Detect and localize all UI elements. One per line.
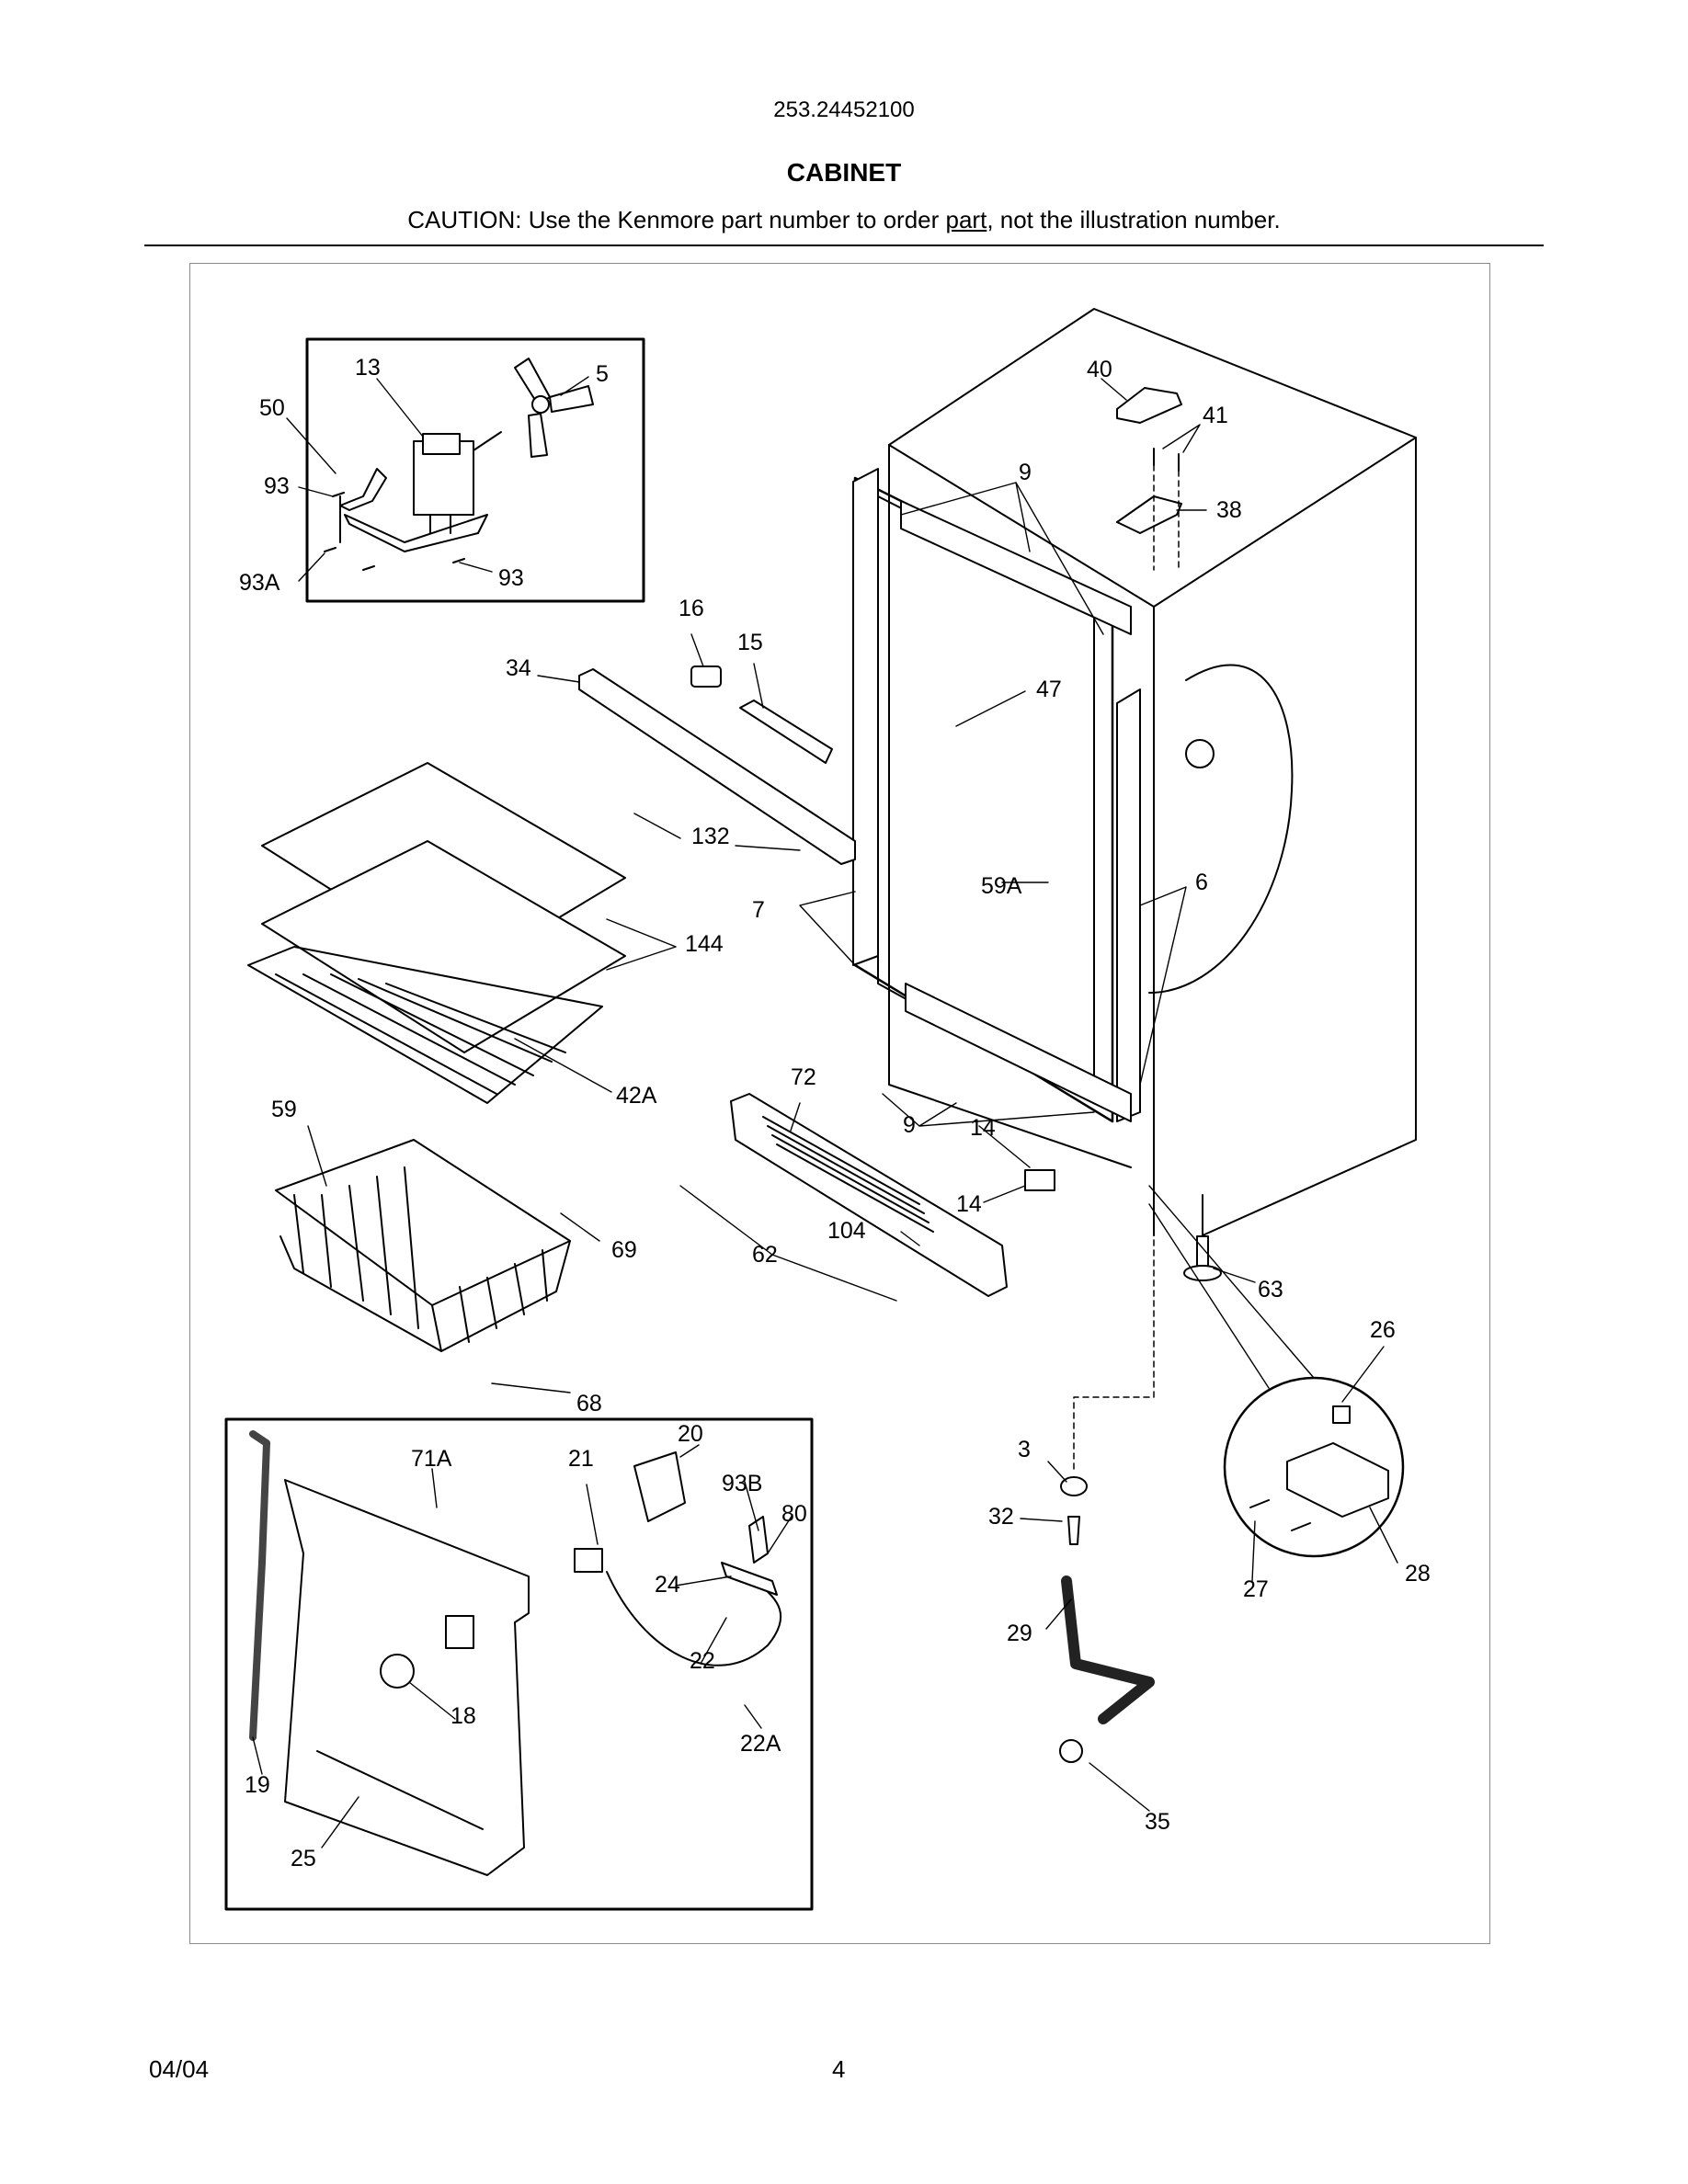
- callout-38: 38: [1216, 497, 1242, 523]
- callout-144: 144: [685, 931, 724, 957]
- callout-42A: 42A: [616, 1083, 657, 1109]
- callout-19: 19: [245, 1772, 270, 1798]
- footer-date: 04/04: [149, 2055, 210, 2083]
- breaker-strip-icons: [852, 468, 1141, 1122]
- callout-22: 22: [690, 1648, 715, 1674]
- wire-basket-icon: [275, 1139, 571, 1352]
- callout-15: 15: [737, 630, 763, 655]
- callout-104: 104: [827, 1218, 866, 1244]
- callout-7: 7: [752, 897, 765, 923]
- callout-47: 47: [1036, 677, 1062, 702]
- callout-93A: 93A: [239, 570, 280, 596]
- light-socket-icon: [690, 665, 833, 764]
- bottom-hinge-detail: [1223, 1376, 1405, 1558]
- callout-14-upper: 14: [970, 1115, 996, 1141]
- callout-28: 28: [1405, 1561, 1431, 1587]
- switch-icon: [1024, 1169, 1055, 1191]
- callout-34: 34: [506, 655, 531, 681]
- leveling-leg-icon: [1183, 1235, 1222, 1281]
- defrost-detail-box: [224, 1417, 814, 1911]
- callout-59A: 59A: [981, 873, 1022, 899]
- door-stop-guide-line: [1073, 1199, 1155, 1472]
- top-hinge-icon: [1116, 495, 1182, 534]
- caution-suffix: , not the illustration number.: [987, 206, 1281, 233]
- caution-prefix: CAUTION: Use the Kenmore part number to …: [407, 206, 946, 233]
- hinge-screw-icons: [1153, 448, 1180, 571]
- fan-motor-detail-box: [305, 337, 645, 603]
- callout-20: 20: [678, 1421, 703, 1447]
- section-title: CABINET: [786, 158, 902, 187]
- callout-27: 27: [1243, 1576, 1269, 1602]
- callout-40: 40: [1087, 357, 1112, 382]
- header-rule: [144, 245, 1544, 246]
- top-hinge-cover-icon: [1116, 387, 1182, 424]
- model-number: 253.24452100: [773, 97, 915, 122]
- callout-21: 21: [568, 1446, 594, 1472]
- callout-6: 6: [1195, 870, 1208, 895]
- diagram-frame: [189, 263, 1490, 1944]
- motor-bracket-icon: [339, 468, 488, 552]
- callout-80: 80: [781, 1501, 807, 1527]
- callout-3: 3: [1018, 1437, 1031, 1462]
- callout-62: 62: [752, 1242, 778, 1268]
- callout-72: 72: [791, 1064, 816, 1090]
- callout-16: 16: [679, 596, 704, 621]
- fan-blade-icon: [514, 358, 594, 458]
- callout-29: 29: [1007, 1621, 1032, 1646]
- callout-35: 35: [1145, 1809, 1170, 1835]
- leader-lines: [252, 376, 1398, 1848]
- callout-9-top: 9: [1019, 460, 1032, 485]
- callout-13: 13: [355, 355, 381, 381]
- callout-18: 18: [451, 1703, 476, 1729]
- caution-note: CAUTION: Use the Kenmore part number to …: [0, 206, 1688, 234]
- callout-71A: 71A: [411, 1446, 452, 1472]
- callout-24: 24: [655, 1572, 680, 1598]
- callout-93-lower: 93: [498, 565, 524, 591]
- callout-59: 59: [271, 1097, 297, 1122]
- callout-9-bottom: 9: [903, 1112, 916, 1138]
- callout-132: 132: [691, 824, 730, 849]
- callout-labels: 13 5 50 93 93A 93 40 41 9 38 16 15 34 47…: [239, 355, 1431, 1871]
- callout-22A: 22A: [740, 1731, 781, 1757]
- door-stop-icons: [1059, 1476, 1155, 1763]
- shelf-icons: [261, 762, 626, 1053]
- wire-shelf-icon: [247, 946, 603, 1104]
- callout-50: 50: [259, 395, 285, 421]
- callout-41: 41: [1203, 403, 1228, 428]
- light-shield-icon: [578, 668, 856, 865]
- callout-63: 63: [1258, 1277, 1283, 1302]
- grille-icon: [730, 1093, 1008, 1297]
- callout-14-lower: 14: [956, 1191, 982, 1217]
- callout-26: 26: [1370, 1317, 1396, 1343]
- callout-25: 25: [291, 1846, 316, 1871]
- callout-32: 32: [988, 1504, 1014, 1530]
- screw-icons: [324, 492, 465, 571]
- callout-5: 5: [596, 361, 609, 387]
- fan-motor-icon: [413, 431, 502, 534]
- callout-69: 69: [611, 1237, 637, 1263]
- callout-93B: 93B: [722, 1471, 762, 1496]
- caution-part-word: part: [945, 206, 987, 233]
- callout-93-upper: 93: [264, 473, 290, 499]
- footer-page-number: 4: [832, 2055, 846, 2083]
- callout-68: 68: [576, 1391, 602, 1416]
